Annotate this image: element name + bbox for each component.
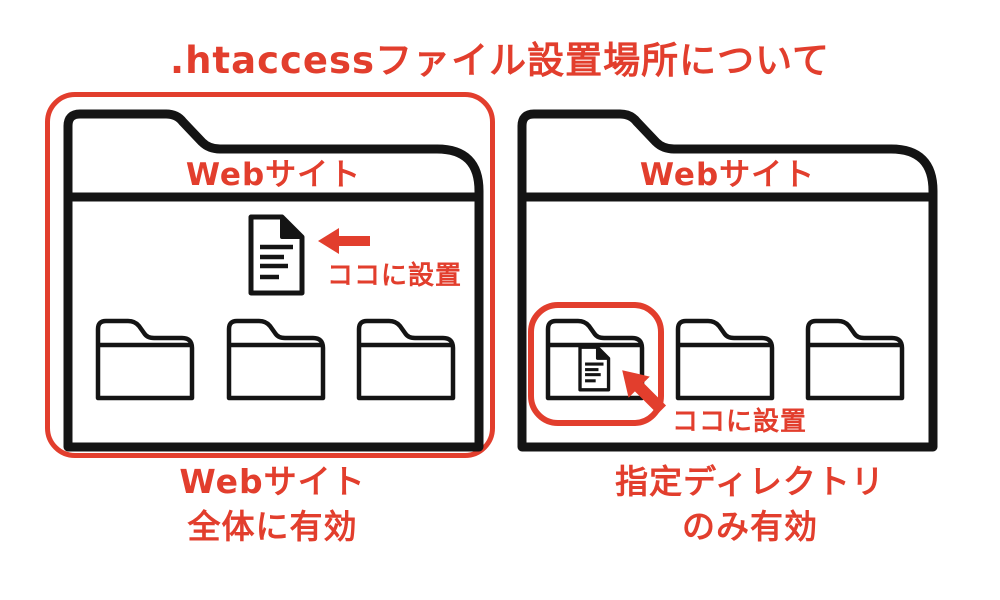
left-folder-label: Webサイト <box>185 157 362 193</box>
diagonal-arrow-icon <box>622 370 667 415</box>
subfolder-icon <box>805 318 905 401</box>
left-arrow-icon <box>318 228 370 254</box>
subfolder-icon <box>356 318 456 401</box>
right-folder-label: Webサイト <box>639 157 816 193</box>
left-caption: Webサイト 全体に有効 <box>70 459 475 549</box>
right-caption-line1: 指定ディレクトリ <box>615 462 885 501</box>
left-annotation: ココに設置 <box>327 261 463 291</box>
right-annotation: ココに設置 <box>672 407 808 437</box>
left-caption-line2: 全体に有効 <box>187 507 358 546</box>
right-caption: 指定ディレクトリ のみ有効 <box>545 459 955 549</box>
htaccess-file-icon <box>248 214 305 296</box>
subfolder-icon <box>675 318 775 401</box>
right-caption-line2: のみ有効 <box>682 507 818 546</box>
target-highlight-frame <box>528 302 664 426</box>
left-highlight-frame <box>45 92 495 458</box>
subfolder-icon <box>226 318 326 401</box>
left-caption-line1: Webサイト <box>179 462 366 501</box>
htaccess-file-icon-small <box>578 345 611 392</box>
subfolder-icon <box>95 318 195 401</box>
page-title: .htaccessファイル設置場所について <box>170 39 830 82</box>
